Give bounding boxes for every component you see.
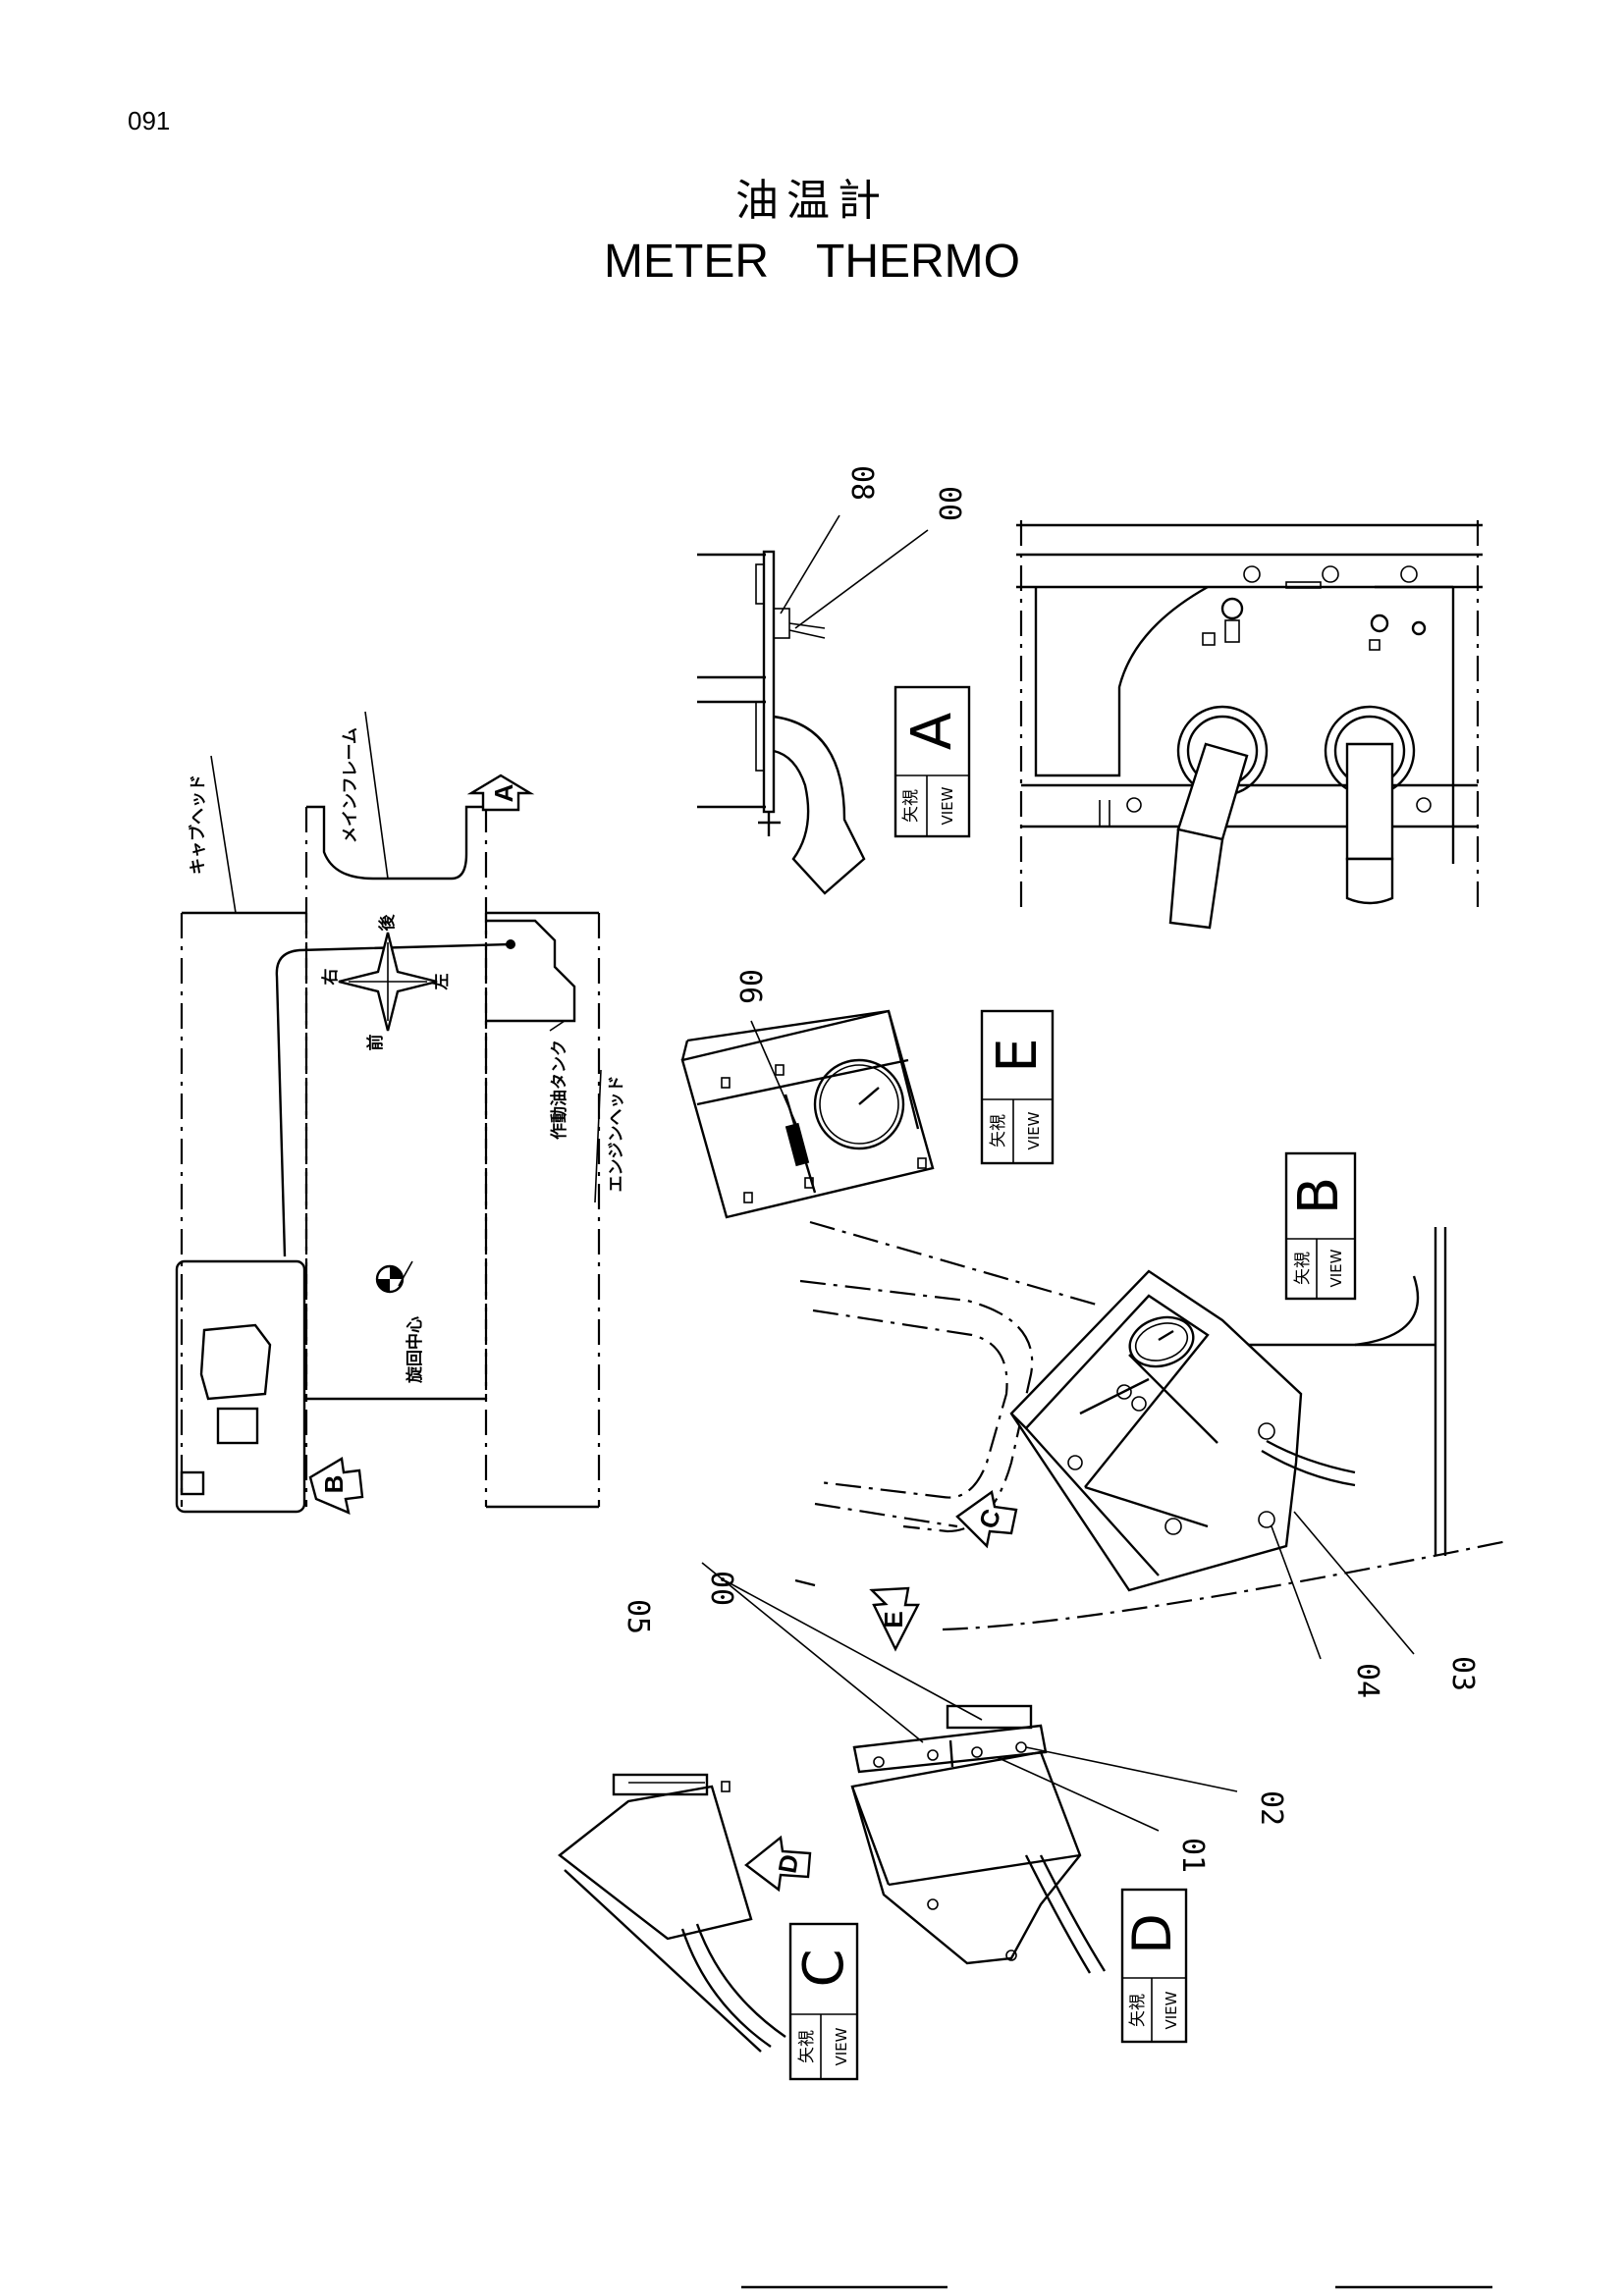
compass-rear: 後 (377, 914, 398, 932)
page-title-english: METER THERMO (604, 236, 1020, 288)
part-label-00-bottom: 00 (704, 1571, 738, 1606)
page-title-japanese: 油温計 (735, 176, 889, 226)
view-a-side-section (697, 550, 866, 895)
view-label-a: A 矢視 VIEW (893, 685, 971, 838)
view-label-b: B 矢視 VIEW (1284, 1151, 1357, 1301)
part-label-00-top: 00 (932, 486, 966, 521)
view-d-letter: D (1121, 1913, 1183, 1954)
view-b-ja: 矢視 (1293, 1252, 1313, 1285)
svg-text:A: A (489, 783, 518, 802)
view-e-en: VIEW (1025, 1111, 1043, 1149)
part-label-08: 08 (844, 465, 879, 501)
view-d-ja: 矢視 (1128, 1994, 1148, 2027)
page-number: 091 (128, 106, 171, 135)
view-a-en: VIEW (939, 786, 956, 825)
svg-text:E: E (879, 1611, 908, 1628)
view-e-letter: E (986, 1038, 1050, 1072)
part-label-03: 03 (1445, 1656, 1480, 1691)
part-label-01: 01 (1175, 1838, 1210, 1873)
view-c-letter: C (792, 1949, 856, 1987)
part-label-04: 04 (1350, 1663, 1384, 1698)
cab-head-label: キャブヘッド (188, 774, 208, 875)
part-label-06: 06 (732, 969, 767, 1004)
main-frame-label: メインフレーム (341, 727, 360, 843)
hydraulic-tank-label: 作動油タンク (549, 1040, 569, 1140)
view-label-d: D 矢視 VIEW (1120, 1888, 1188, 2044)
svg-text:B: B (319, 1475, 349, 1494)
compass-left: 左 (431, 974, 452, 990)
arrow-marker-e: E (869, 1586, 920, 1652)
arrow-marker-d: D (744, 1835, 812, 1893)
view-c-ja: 矢視 (797, 2030, 817, 2063)
svg-text:D: D (773, 1852, 805, 1876)
machine-layout (175, 711, 602, 1514)
view-b-letter: B (1287, 1177, 1351, 1214)
arrow-marker-c: C (955, 1489, 1018, 1549)
view-a-ja: 矢視 (901, 789, 921, 823)
view-e-meter-box (680, 1009, 935, 1219)
compass-front: 前 (365, 1035, 386, 1051)
view-b-installation (794, 1220, 1508, 1660)
part-label-02: 02 (1254, 1790, 1288, 1826)
view-label-c: C 矢視 VIEW (788, 1922, 859, 2081)
view-b-en: VIEW (1327, 1249, 1345, 1287)
view-c-en: VIEW (833, 2027, 850, 2065)
arrow-marker-a: A (466, 774, 535, 812)
view-a-letter: A (900, 713, 964, 750)
view-label-e: E 矢視 VIEW (980, 1009, 1055, 1165)
view-d-bracket (701, 1562, 1238, 1974)
view-e-ja: 矢視 (989, 1114, 1008, 1148)
view-d-en: VIEW (1163, 1991, 1180, 2029)
view-a-top-section (1016, 520, 1483, 930)
swing-center-label: 旋回中心 (405, 1316, 425, 1384)
engine-head-label: エンジンヘッド (607, 1076, 626, 1193)
part-label-05: 05 (621, 1599, 655, 1634)
compass-right: 右 (320, 969, 341, 986)
view-c-side (558, 1773, 786, 2053)
arrow-marker-b: B (308, 1457, 364, 1516)
